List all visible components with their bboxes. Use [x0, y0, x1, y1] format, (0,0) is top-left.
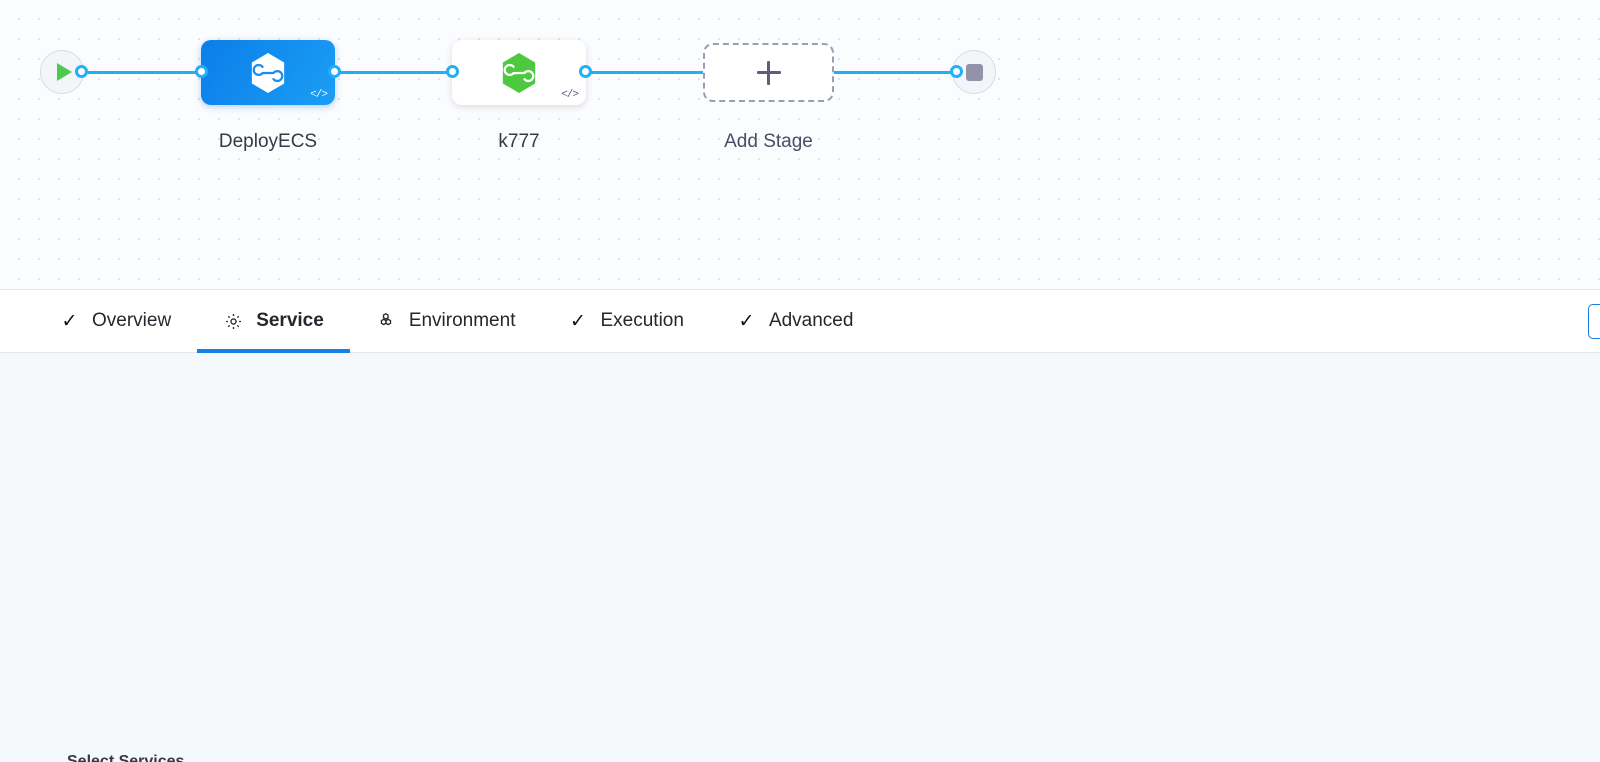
add-stage-label[interactable]: Add Stage — [724, 131, 813, 152]
tab-service[interactable]: Service — [197, 290, 350, 353]
tab-overview-label: Overview — [92, 310, 172, 331]
tab-service-label: Service — [256, 310, 324, 331]
check-icon: ✓ — [61, 310, 78, 332]
hexagon-cluster-icon — [376, 311, 397, 332]
add-stage-button[interactable] — [703, 43, 834, 102]
edge-start-to-stage1 — [78, 71, 208, 74]
tab-advanced[interactable]: ✓ Advanced — [710, 290, 880, 353]
edge-add-to-end — [828, 71, 963, 74]
edge-stage2-to-add — [581, 71, 711, 74]
harness-hexagon-icon — [502, 52, 536, 93]
pipeline-canvas[interactable]: </> </> DeployECS k777 Add Stage — [0, 0, 1600, 290]
code-view-icon[interactable]: </> — [310, 89, 328, 101]
tab-environment-label: Environment — [408, 310, 516, 331]
tab-advanced-label: Advanced — [768, 310, 854, 331]
service-tab-content: Select Services PROJECT 1 + Add Service — [0, 353, 1600, 762]
code-view-icon[interactable]: </> — [561, 89, 579, 101]
stage-node-k777[interactable]: </> — [452, 40, 586, 105]
port-stage1-out[interactable] — [328, 65, 341, 78]
port-stage2-in[interactable] — [446, 65, 459, 78]
gear-icon — [223, 312, 244, 331]
stop-icon — [965, 63, 983, 81]
port-stage2-out[interactable] — [579, 65, 592, 78]
harness-hexagon-icon — [251, 52, 285, 93]
stage-label-deployecs[interactable]: DeployECS — [218, 131, 318, 152]
check-icon: ✓ — [570, 310, 586, 332]
check-icon: ✓ — [738, 310, 755, 332]
select-services-label: Select Services — [67, 753, 185, 762]
edge-stage1-to-stage2 — [330, 71, 460, 74]
play-icon — [56, 63, 72, 81]
stage-label-k777[interactable]: k777 — [498, 131, 540, 152]
save-as-template-button[interactable]: S — [1587, 304, 1600, 339]
tab-overview[interactable]: ✓ Overview — [33, 290, 197, 353]
port-start-out[interactable] — [75, 65, 88, 78]
plus-icon — [756, 60, 781, 85]
stage-node-deployecs[interactable]: </> — [201, 40, 335, 105]
stage-tab-bar: ✓ Overview Service Environment — [0, 290, 1600, 353]
port-stage1-in[interactable] — [195, 65, 208, 78]
tab-execution[interactable]: ✓ Execution — [541, 290, 709, 353]
tab-execution-label: Execution — [600, 310, 684, 331]
port-end-in[interactable] — [950, 65, 963, 78]
tab-environment[interactable]: Environment — [350, 290, 542, 353]
